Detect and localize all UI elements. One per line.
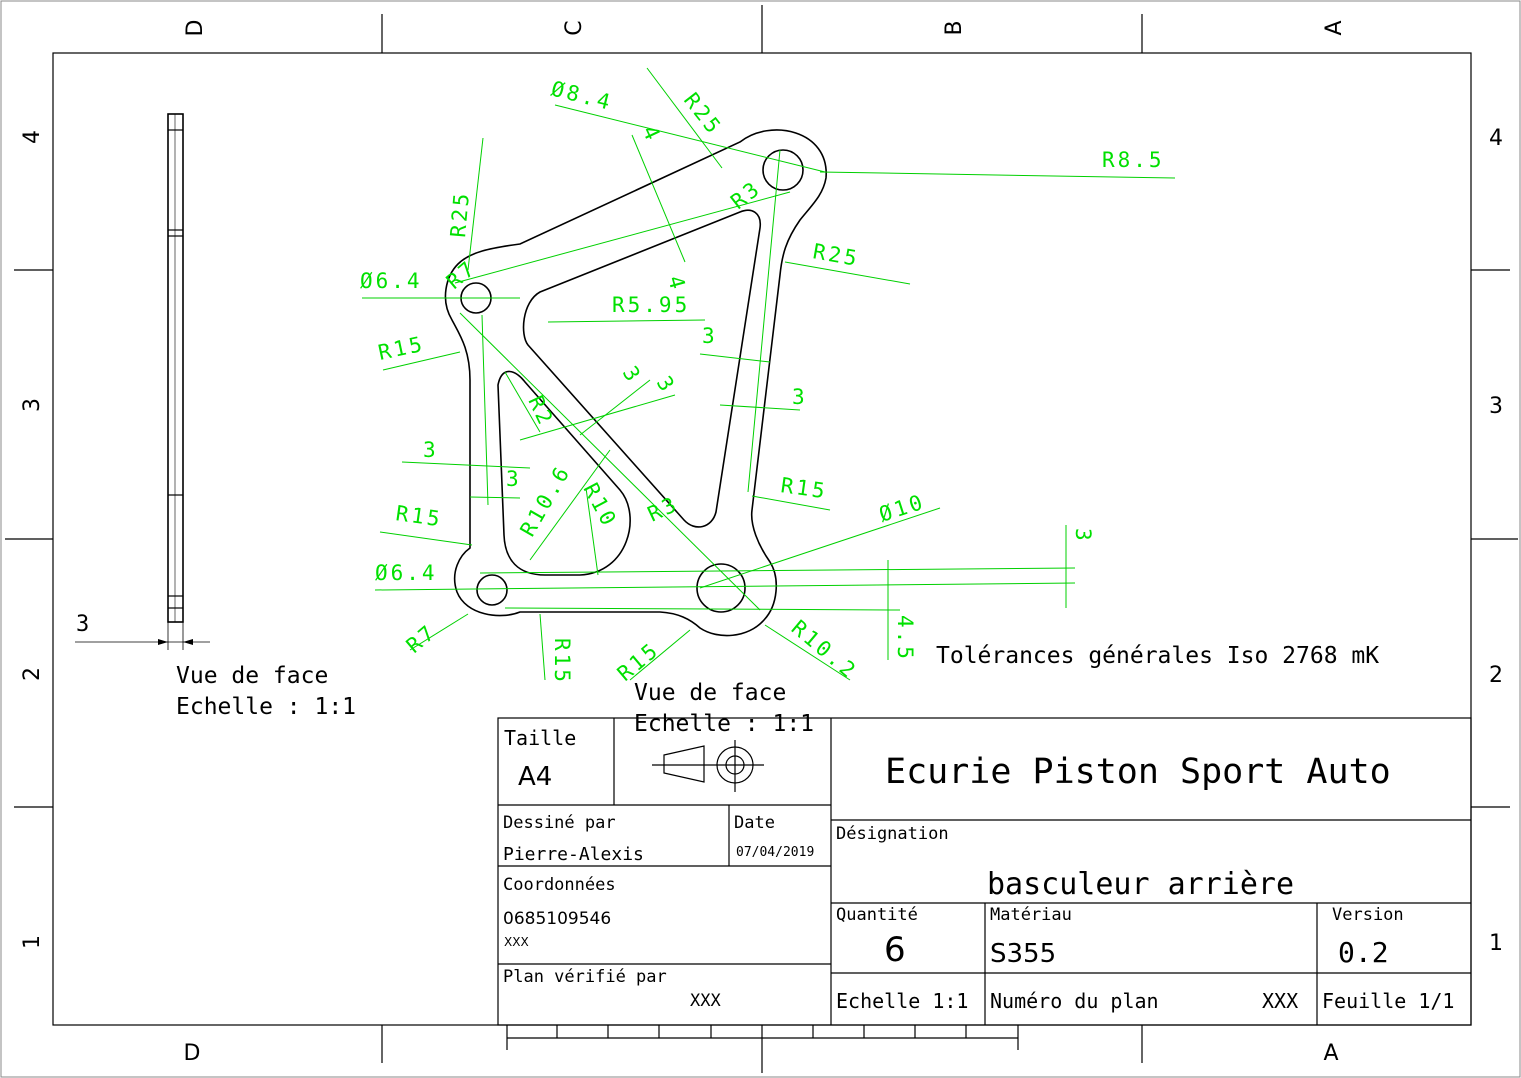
dim-3-left-b: 3 (506, 467, 522, 491)
dim-d6-4-bottom: Ø6.4 (375, 561, 438, 585)
dim-r15-left-bottom: R15 (394, 501, 444, 531)
zone-row-3-right: 3 (1489, 394, 1503, 419)
dim-3-right-a: 3 (702, 324, 718, 348)
size-label: Taille (504, 726, 576, 750)
dim-r2: R2 (523, 392, 558, 431)
dim-d10: Ø10 (876, 489, 928, 526)
drawn-by-label: Dessiné par (503, 813, 616, 833)
view2-scale: Echelle : 1:1 (634, 711, 814, 737)
designation-value: basculeur arrière (987, 867, 1294, 902)
zone-col-b-top: B (942, 20, 967, 35)
dim-3-far-right: 3 (1071, 528, 1095, 544)
dim-r25-top: R25 (679, 88, 727, 140)
dim-3-center-a: 3 (618, 362, 647, 388)
dim-3-center-b: 3 (652, 372, 681, 398)
dim-r10-2: R10.2 (787, 615, 862, 684)
dimension-labels: Ø8.4 R25 4 R8.5 R3 R25 Ø6.4 R7 R25 4 R5.… (360, 77, 1165, 686)
zone-col-d-bottom: D (184, 1041, 201, 1066)
drawn-by-value: Pierre-Alexis (503, 844, 644, 865)
quantity-label: Quantité (836, 905, 918, 925)
date-value: 07/04/2019 (736, 845, 814, 860)
designation-label: Désignation (836, 824, 949, 844)
dim-d8-4: Ø8.4 (549, 77, 616, 115)
dim-3-left-a: 3 (423, 438, 439, 462)
title-block (497, 717, 1472, 1026)
checked-by-label: Plan vérifié par (503, 967, 667, 987)
coords-label: Coordonnées (503, 875, 616, 895)
version-label: Version (1332, 905, 1404, 925)
material-value: S355 (990, 939, 1056, 969)
zone-row-1-right: 1 (1489, 931, 1503, 956)
dim-r5-95: R5.95 (612, 293, 690, 317)
sheet-label: Feuille 1/1 (1322, 989, 1454, 1013)
plan-number-value: XXX (1262, 989, 1298, 1013)
dim-r10: R10 (579, 479, 622, 532)
version-value: 0.2 (1338, 936, 1389, 969)
zone-row-2-left: 2 (20, 667, 45, 681)
dim-r3-mid: R3 (644, 492, 683, 527)
dim-r15-bottom-a: R15 (550, 638, 574, 685)
dim-r10-6: R10.6 (516, 461, 576, 541)
zone-col-a-top: A (1322, 20, 1347, 35)
date-label: Date (734, 813, 775, 833)
zone-col-c-top: C (562, 20, 587, 35)
dim-r15-left-top: R15 (376, 332, 427, 365)
plan-number-label: Numéro du plan (990, 989, 1159, 1013)
coords-extra: XXX (504, 935, 529, 949)
material-label: Matériau (990, 905, 1072, 925)
zone-col-d-top: D (183, 20, 208, 37)
dim-4-mid: 4 (663, 273, 690, 294)
zone-row-4-left: 4 (20, 130, 45, 144)
quantity-value: 6 (884, 930, 906, 970)
dim-4-5: 4.5 (893, 615, 917, 662)
zone-row-1-left: 1 (20, 935, 45, 949)
size-value: A4 (518, 762, 552, 792)
dim-r7-bottom: R7 (402, 619, 441, 658)
tolerance-note: Tolérances générales Iso 2768 mK (936, 643, 1379, 669)
company-name: Ecurie Piston Sport Auto (885, 752, 1391, 792)
zone-row-4-right: 4 (1489, 126, 1503, 151)
dimension-lines (362, 67, 1176, 681)
dim-r25-left: R25 (446, 190, 474, 239)
view1-name: Vue de face (176, 663, 328, 689)
view1-scale: Echelle : 1:1 (176, 694, 356, 720)
view2-name: Vue de face (634, 680, 786, 706)
zone-row-3-left: 3 (20, 398, 45, 412)
dim-r15-right: R15 (779, 473, 829, 503)
side-view (75, 113, 210, 650)
scale-label: Echelle 1:1 (836, 989, 968, 1013)
dim-4-top: 4 (637, 122, 665, 146)
dim-r7-top: R7 (442, 255, 481, 294)
zone-row-2-right: 2 (1489, 663, 1503, 688)
dim-d6-4-top: Ø6.4 (360, 269, 423, 293)
dim-3-right-b: 3 (792, 385, 808, 409)
coords-phone: 0685109546 (503, 909, 611, 929)
dim-r15-bottom-b: R15 (613, 637, 664, 686)
side-thickness-dim: 3 (76, 612, 89, 637)
projection-symbol-icon (652, 740, 764, 792)
checked-by-value: XXX (690, 991, 721, 1011)
zone-col-a-bottom: A (1323, 1041, 1338, 1066)
part-front-view (444, 129, 827, 637)
dim-r8-5: R8.5 (1102, 148, 1165, 172)
dim-r25-right: R25 (811, 239, 861, 271)
